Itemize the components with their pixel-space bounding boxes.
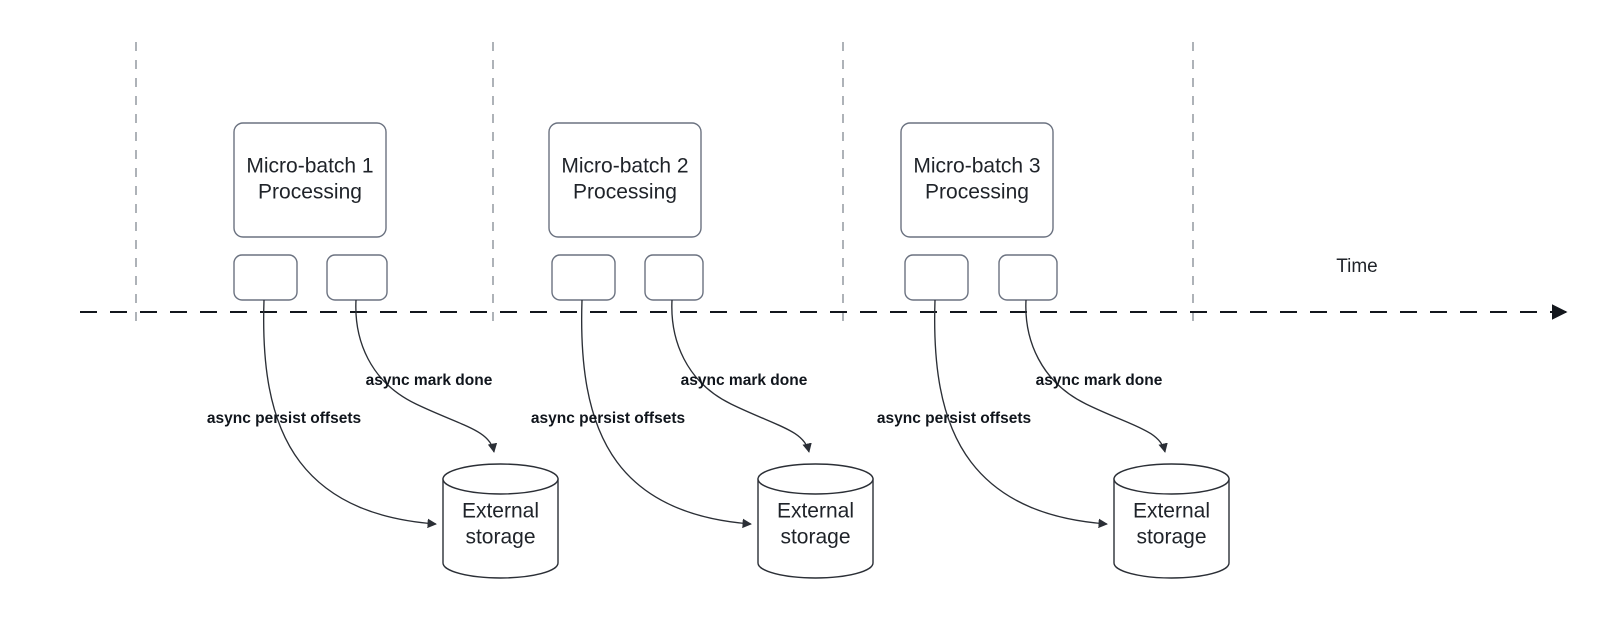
storage-cylinder-top: [1113, 463, 1230, 495]
external-storage-label-line2: storage: [465, 526, 535, 549]
async-mark-done-edge: [671, 299, 812, 453]
task-box-mark-done[interactable]: [998, 254, 1058, 301]
micro-batch-label-line2: Processing: [573, 181, 677, 204]
task-box-mark-done[interactable]: [326, 254, 388, 301]
external-storage-node[interactable]: External storage: [757, 463, 874, 579]
async-persist-offsets-edge-label: async persist offsets: [877, 410, 1031, 427]
external-storage-node[interactable]: External storage: [1113, 463, 1230, 579]
async-mark-done-edge: [355, 299, 498, 453]
external-storage-label-line1: External: [1133, 500, 1210, 523]
external-storage-label-line1: External: [777, 500, 854, 523]
micro-batch-node[interactable]: Micro-batch 2 Processing: [548, 122, 702, 238]
task-box-mark-done[interactable]: [644, 254, 704, 301]
micro-batch-label-line2: Processing: [258, 181, 362, 204]
async-mark-done-edge-label: async mark done: [1036, 372, 1163, 389]
storage-cylinder-body[interactable]: [1113, 478, 1230, 579]
micro-batch-box[interactable]: [233, 122, 387, 238]
async-persist-offsets-edge: [581, 299, 752, 529]
task-box-offsets[interactable]: [233, 254, 298, 301]
async-mark-done-edge-label: async mark done: [366, 372, 493, 389]
async-mark-done-edge-label: async mark done: [681, 372, 808, 389]
async-mark-done-edge: [1025, 299, 1168, 453]
micro-batch-box[interactable]: [548, 122, 702, 238]
micro-batch-node[interactable]: Micro-batch 1 Processing: [233, 122, 387, 238]
time-axis: Time: [80, 256, 1568, 320]
micro-batch-label-line2: Processing: [925, 181, 1029, 204]
async-persist-offsets-edge-label: async persist offsets: [531, 410, 685, 427]
storage-cylinder-body[interactable]: [442, 478, 559, 579]
async-persist-offsets-edge: [934, 299, 1108, 529]
micro-batch-label-line1: Micro-batch 3: [913, 155, 1040, 178]
async-persist-offsets-edge-label: async persist offsets: [207, 410, 361, 427]
task-box-offsets[interactable]: [904, 254, 969, 301]
external-storage-label-line1: External: [462, 500, 539, 523]
time-axis-label: Time: [1336, 256, 1378, 277]
micro-batch-label-line1: Micro-batch 2: [561, 155, 688, 178]
storage-cylinder-top: [442, 463, 559, 495]
async-persist-offsets-edge: [263, 299, 437, 529]
micro-batch-node[interactable]: Micro-batch 3 Processing: [900, 122, 1054, 238]
timeline-tick-lines: [135, 42, 1194, 330]
external-storage-node[interactable]: External storage: [442, 463, 559, 579]
external-storage-label-line2: storage: [780, 526, 850, 549]
storage-cylinder-top: [757, 463, 874, 495]
micro-batch-label-line1: Micro-batch 1: [246, 155, 373, 178]
task-box-offsets[interactable]: [551, 254, 616, 301]
external-storage-label-line2: storage: [1136, 526, 1206, 549]
storage-cylinder-body[interactable]: [757, 478, 874, 579]
micro-batch-box[interactable]: [900, 122, 1054, 238]
